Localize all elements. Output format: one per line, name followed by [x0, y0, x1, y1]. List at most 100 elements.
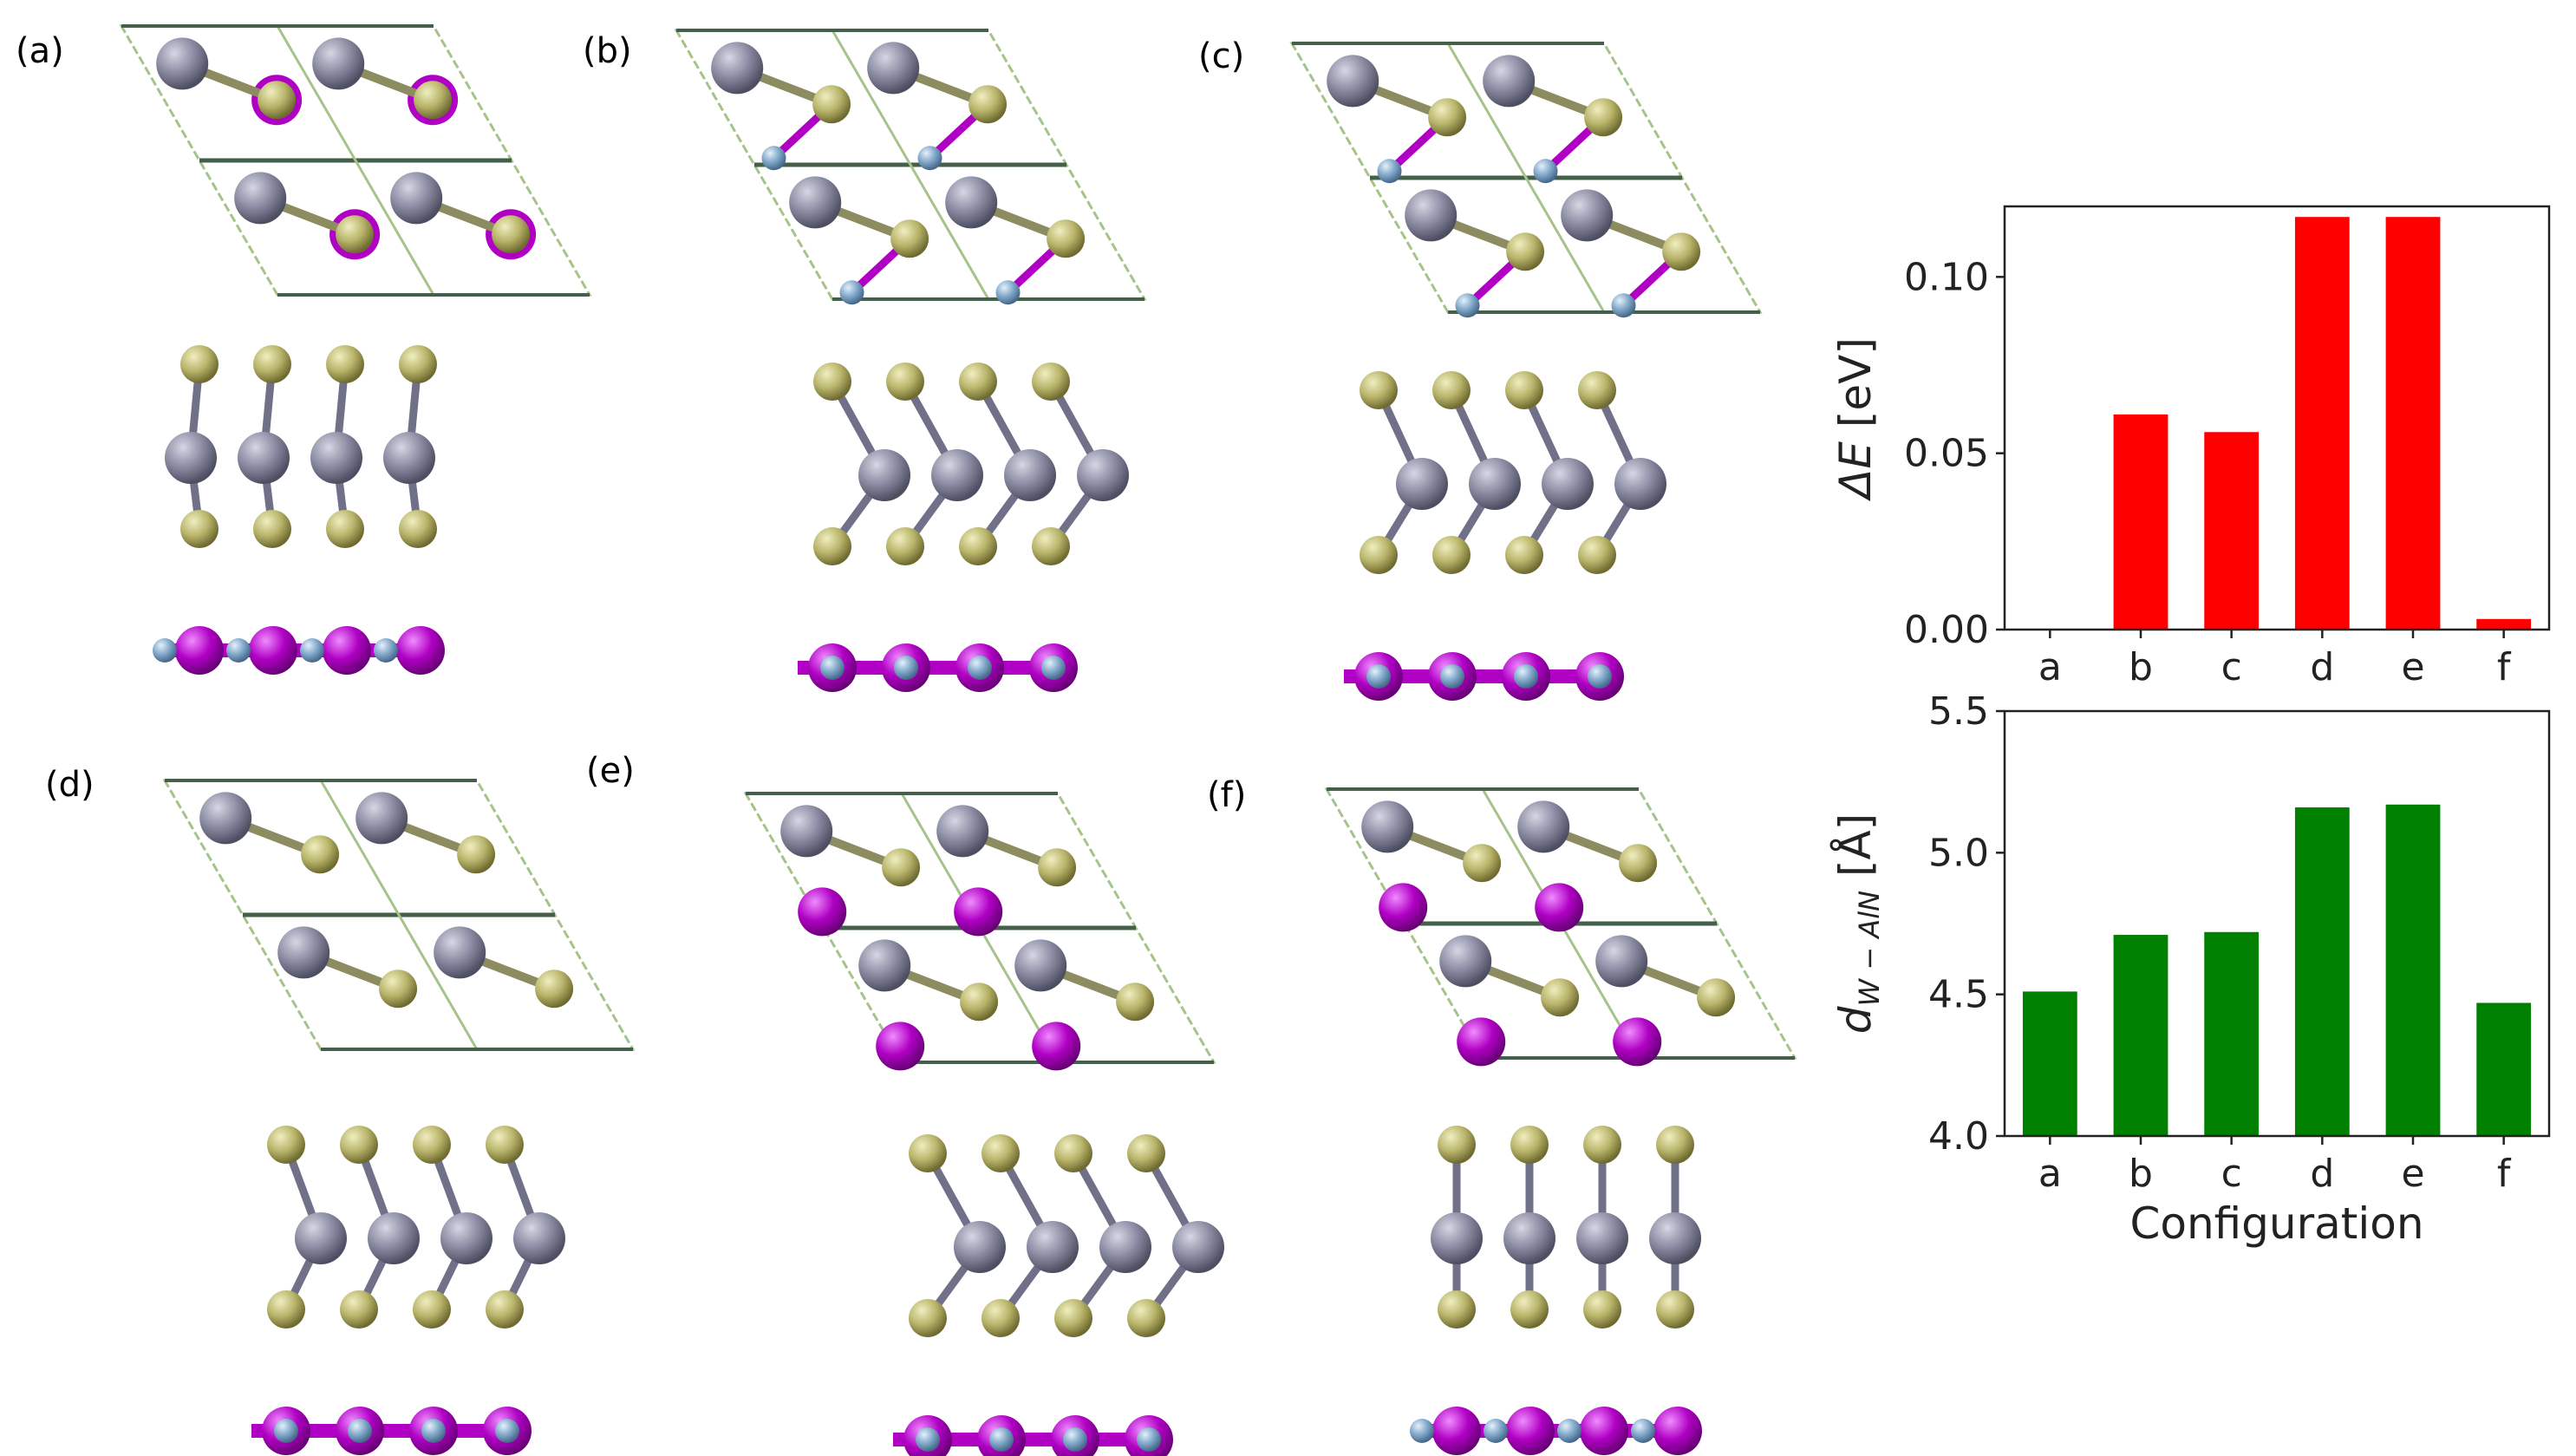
w-atom [1396, 458, 1448, 510]
n-atom [995, 280, 1021, 305]
n-atom [1611, 293, 1636, 318]
y-axis-label: dW − AlN [Å] [1830, 813, 1886, 1034]
se-atom [882, 848, 921, 887]
se-atom [399, 510, 437, 548]
x-tick-label: d [2310, 1152, 2334, 1196]
w-atom [931, 449, 983, 501]
n-atom [1455, 293, 1480, 318]
film-atoms [1327, 55, 1701, 271]
bar-d [2294, 217, 2350, 630]
se-atom [413, 1126, 451, 1164]
n-atom [1484, 1419, 1508, 1443]
se-atom [1505, 536, 1543, 574]
w-atom [1542, 458, 1594, 510]
substrate-atoms [1379, 883, 1662, 1067]
se-atom [486, 1290, 524, 1329]
n-atom [1588, 664, 1612, 689]
se-atom [326, 345, 364, 383]
bar-e [2385, 804, 2441, 1136]
w-atom [295, 1212, 347, 1264]
n-atom [1514, 664, 1538, 689]
n-atom [495, 1419, 519, 1443]
n-atom [348, 1419, 372, 1443]
panel-label-c: (c) [1198, 36, 1244, 76]
top-view [162, 779, 636, 1051]
se-atom [336, 215, 375, 254]
panel-label-d: (d) [45, 765, 95, 805]
al-atom [1506, 1407, 1555, 1455]
w-atom [1483, 55, 1536, 108]
n-atom [1410, 1419, 1434, 1443]
substrate-row [251, 1407, 532, 1455]
y-tick-label: 4.5 [1928, 973, 1989, 1017]
se-atom [812, 85, 851, 124]
bar-c [2204, 432, 2260, 630]
w-atom [355, 792, 408, 845]
se-atom [258, 81, 297, 120]
x-tick-label: d [2310, 645, 2334, 689]
w-atom [434, 926, 486, 979]
se-atom [890, 219, 929, 258]
w-atom [1361, 800, 1414, 853]
top-view [743, 792, 1216, 1071]
n-atom [421, 1419, 446, 1443]
unit-cell [674, 29, 1147, 301]
se-atom [813, 362, 851, 401]
cell-line [319, 780, 479, 1050]
se-atom [267, 1126, 305, 1164]
w-atom [1004, 449, 1056, 501]
w-atom [1595, 935, 1648, 988]
side-view [153, 345, 445, 675]
se-atom [1054, 1134, 1092, 1172]
se-atom [253, 510, 291, 548]
se-atom [1505, 371, 1543, 409]
al-atom [1613, 1017, 1662, 1067]
se-atom [1032, 362, 1070, 401]
w-atom [390, 172, 443, 225]
se-atom [909, 1134, 947, 1172]
x-tick-label: a [2038, 1152, 2062, 1196]
w-atom [1576, 1212, 1628, 1264]
se-atom [1656, 1290, 1694, 1329]
side-view [251, 1126, 565, 1455]
n-atom [1557, 1419, 1581, 1443]
w-atom [711, 42, 764, 95]
w-atom [165, 432, 217, 484]
se-atom [180, 510, 218, 548]
se-atom [340, 1290, 378, 1329]
n-atom [839, 280, 864, 305]
se-atom [535, 970, 574, 1009]
top-view [674, 29, 1147, 305]
se-atom [959, 527, 997, 565]
al-atom [1580, 1407, 1628, 1455]
w-atom [1077, 449, 1129, 501]
x-tick-label: b [2129, 1152, 2153, 1196]
se-atom [1541, 978, 1580, 1017]
w-atom [1431, 1212, 1483, 1264]
se-atom [1463, 844, 1502, 883]
al-atom [1457, 1017, 1506, 1067]
w-atom [310, 432, 362, 484]
unit-cell [119, 24, 592, 297]
al-atom [175, 626, 224, 675]
w-atom [312, 37, 365, 90]
se-atom [981, 1299, 1020, 1337]
w-atom [858, 449, 910, 501]
y-tick-label: 5.0 [1928, 831, 1989, 875]
se-atom [1047, 219, 1086, 258]
panel-label-a: (a) [16, 31, 64, 71]
w-atom [1099, 1221, 1151, 1273]
cell-line [276, 25, 435, 296]
w-atom [945, 176, 998, 229]
se-atom [340, 1126, 378, 1164]
al-atom [1032, 1022, 1081, 1071]
se-atom [1360, 371, 1398, 409]
se-atom [1578, 371, 1616, 409]
film-atoms [199, 792, 574, 1009]
n-atom [274, 1419, 298, 1443]
w-atom [1327, 55, 1379, 108]
unit-cell [1289, 42, 1763, 314]
se-atom [1510, 1290, 1549, 1329]
